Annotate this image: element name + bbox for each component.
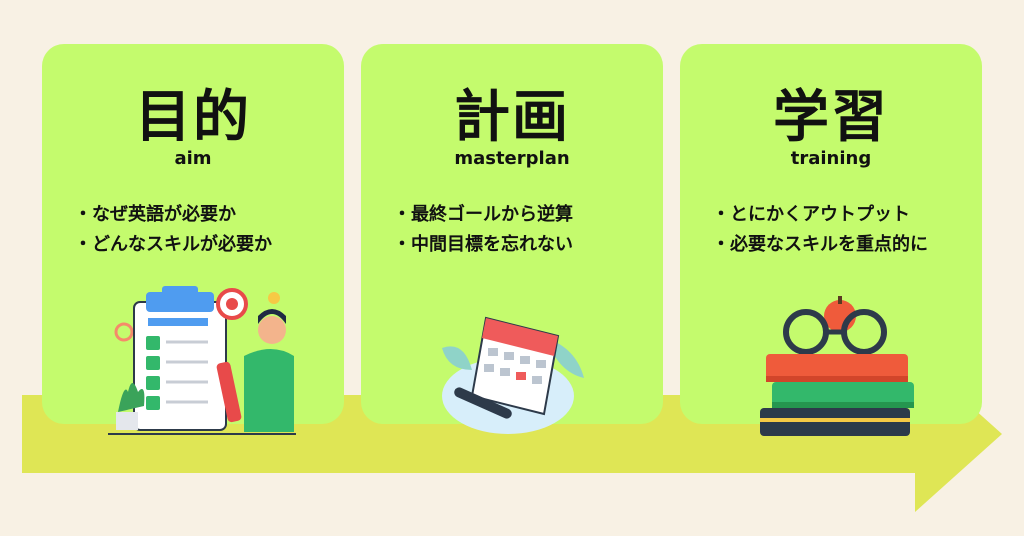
bullet-item: 必要なスキルを重点的に — [712, 230, 974, 260]
books-apple-glasses-icon — [760, 296, 914, 436]
card-title: 学習 — [773, 85, 889, 150]
card-title: 目的 — [135, 85, 251, 150]
bullet-item: なぜ英語が必要か — [74, 200, 336, 230]
bullet-list: 最終ゴールから逆算 中間目標を忘れない — [393, 200, 655, 260]
card-subtitle: masterplan — [454, 148, 570, 169]
bullet-item: どんなスキルが必要か — [74, 230, 336, 260]
bullet-list: なぜ英語が必要か どんなスキルが必要か — [74, 200, 336, 260]
card-subtitle: training — [790, 148, 872, 169]
calendar-icon — [442, 316, 584, 434]
bullet-item: 中間目標を忘れない — [393, 230, 655, 260]
card-title: 計画 — [454, 85, 570, 150]
checklist-person-icon — [108, 286, 296, 435]
bullet-item: 最終ゴールから逆算 — [393, 200, 655, 230]
bullet-list: とにかくアウトプット 必要なスキルを重点的に — [712, 200, 974, 260]
card-subtitle: aim — [174, 148, 212, 169]
bullet-item: とにかくアウトプット — [712, 200, 974, 230]
